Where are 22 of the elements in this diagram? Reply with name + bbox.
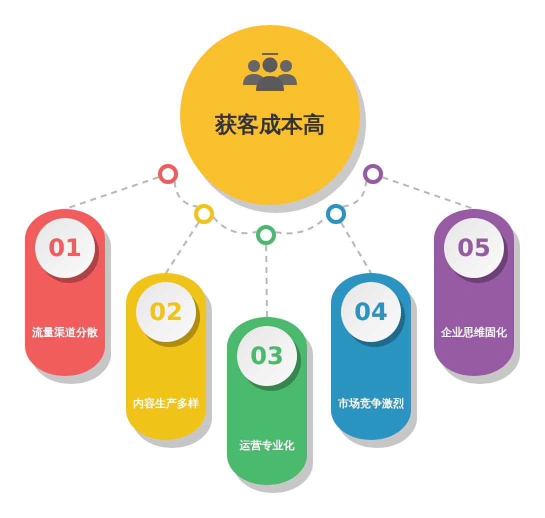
dashed-connector <box>165 222 200 274</box>
item-label: 内容生产多样 <box>132 397 200 411</box>
pill-card <box>331 273 411 440</box>
dashed-connector <box>382 176 474 210</box>
pill-card <box>227 317 307 485</box>
dashed-connector <box>265 244 268 318</box>
item-label: 市场竞争激烈 <box>337 397 405 411</box>
item-label: 运营专业化 <box>238 439 296 453</box>
pill-card <box>126 273 206 440</box>
item-label: 流量渠道分散 <box>31 326 99 340</box>
pill-card <box>25 209 105 376</box>
ring-marker <box>158 164 178 184</box>
pill-card <box>434 209 514 376</box>
dashed-connector <box>342 181 368 208</box>
ring-marker <box>256 225 276 245</box>
dashed-connector <box>212 216 257 234</box>
ring-marker <box>363 164 383 184</box>
title-text: 获客成本高 <box>215 112 325 140</box>
ring-marker <box>326 204 346 224</box>
item-label: 企业思维固化 <box>440 326 508 340</box>
dashed-connector <box>340 222 372 274</box>
ring-marker <box>194 204 214 224</box>
